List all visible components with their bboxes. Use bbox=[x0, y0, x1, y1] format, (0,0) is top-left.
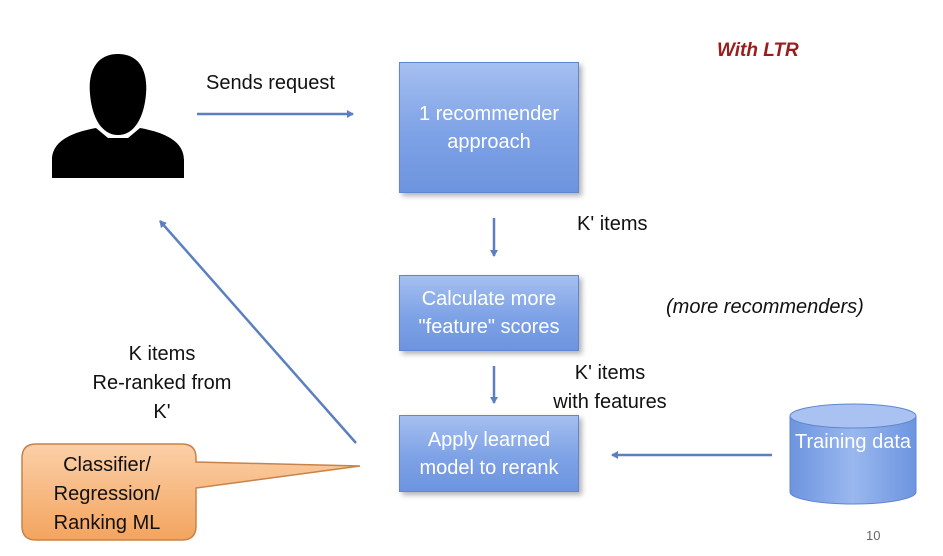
k-prime-items-label: K' items bbox=[577, 213, 648, 235]
return-arrow bbox=[159, 220, 357, 444]
sends-request-label: Sends request bbox=[206, 72, 335, 94]
page-number: 10 bbox=[866, 528, 881, 543]
more-recommenders-note: (more recommenders) bbox=[666, 296, 864, 318]
rerank-box-text: Apply learned model to rerank bbox=[419, 428, 559, 479]
k-items-line1: K items bbox=[128, 343, 196, 365]
k-items-line3: K' bbox=[153, 401, 171, 423]
feature-scores-box: Calculate more "feature" scores bbox=[399, 275, 579, 351]
user-silhouette-icon bbox=[52, 54, 184, 178]
k-items-line2: Re-ranked from bbox=[92, 372, 232, 394]
k-items-label: K items Re-ranked from K' bbox=[92, 340, 232, 427]
rerank-box: Apply learned model to rerank bbox=[399, 415, 579, 492]
k-prime-with-features-line1: K' items bbox=[574, 362, 646, 384]
callout-text: Classifier/ Regression/ Ranking ML bbox=[53, 454, 161, 534]
k-prime-with-features-label: K' items with features bbox=[545, 359, 675, 417]
training-data-label: Training data bbox=[795, 431, 911, 453]
k-prime-with-features-line2: with features bbox=[553, 391, 667, 413]
recommender-box: 1 recommender approach bbox=[399, 62, 579, 193]
feature-scores-box-text: Calculate more "feature" scores bbox=[418, 288, 560, 338]
database-cylinder-icon bbox=[789, 403, 917, 505]
callout-shape bbox=[21, 443, 361, 541]
recommender-box-text: 1 recommender approach bbox=[418, 102, 560, 153]
mode-label: With LTR bbox=[717, 40, 799, 61]
